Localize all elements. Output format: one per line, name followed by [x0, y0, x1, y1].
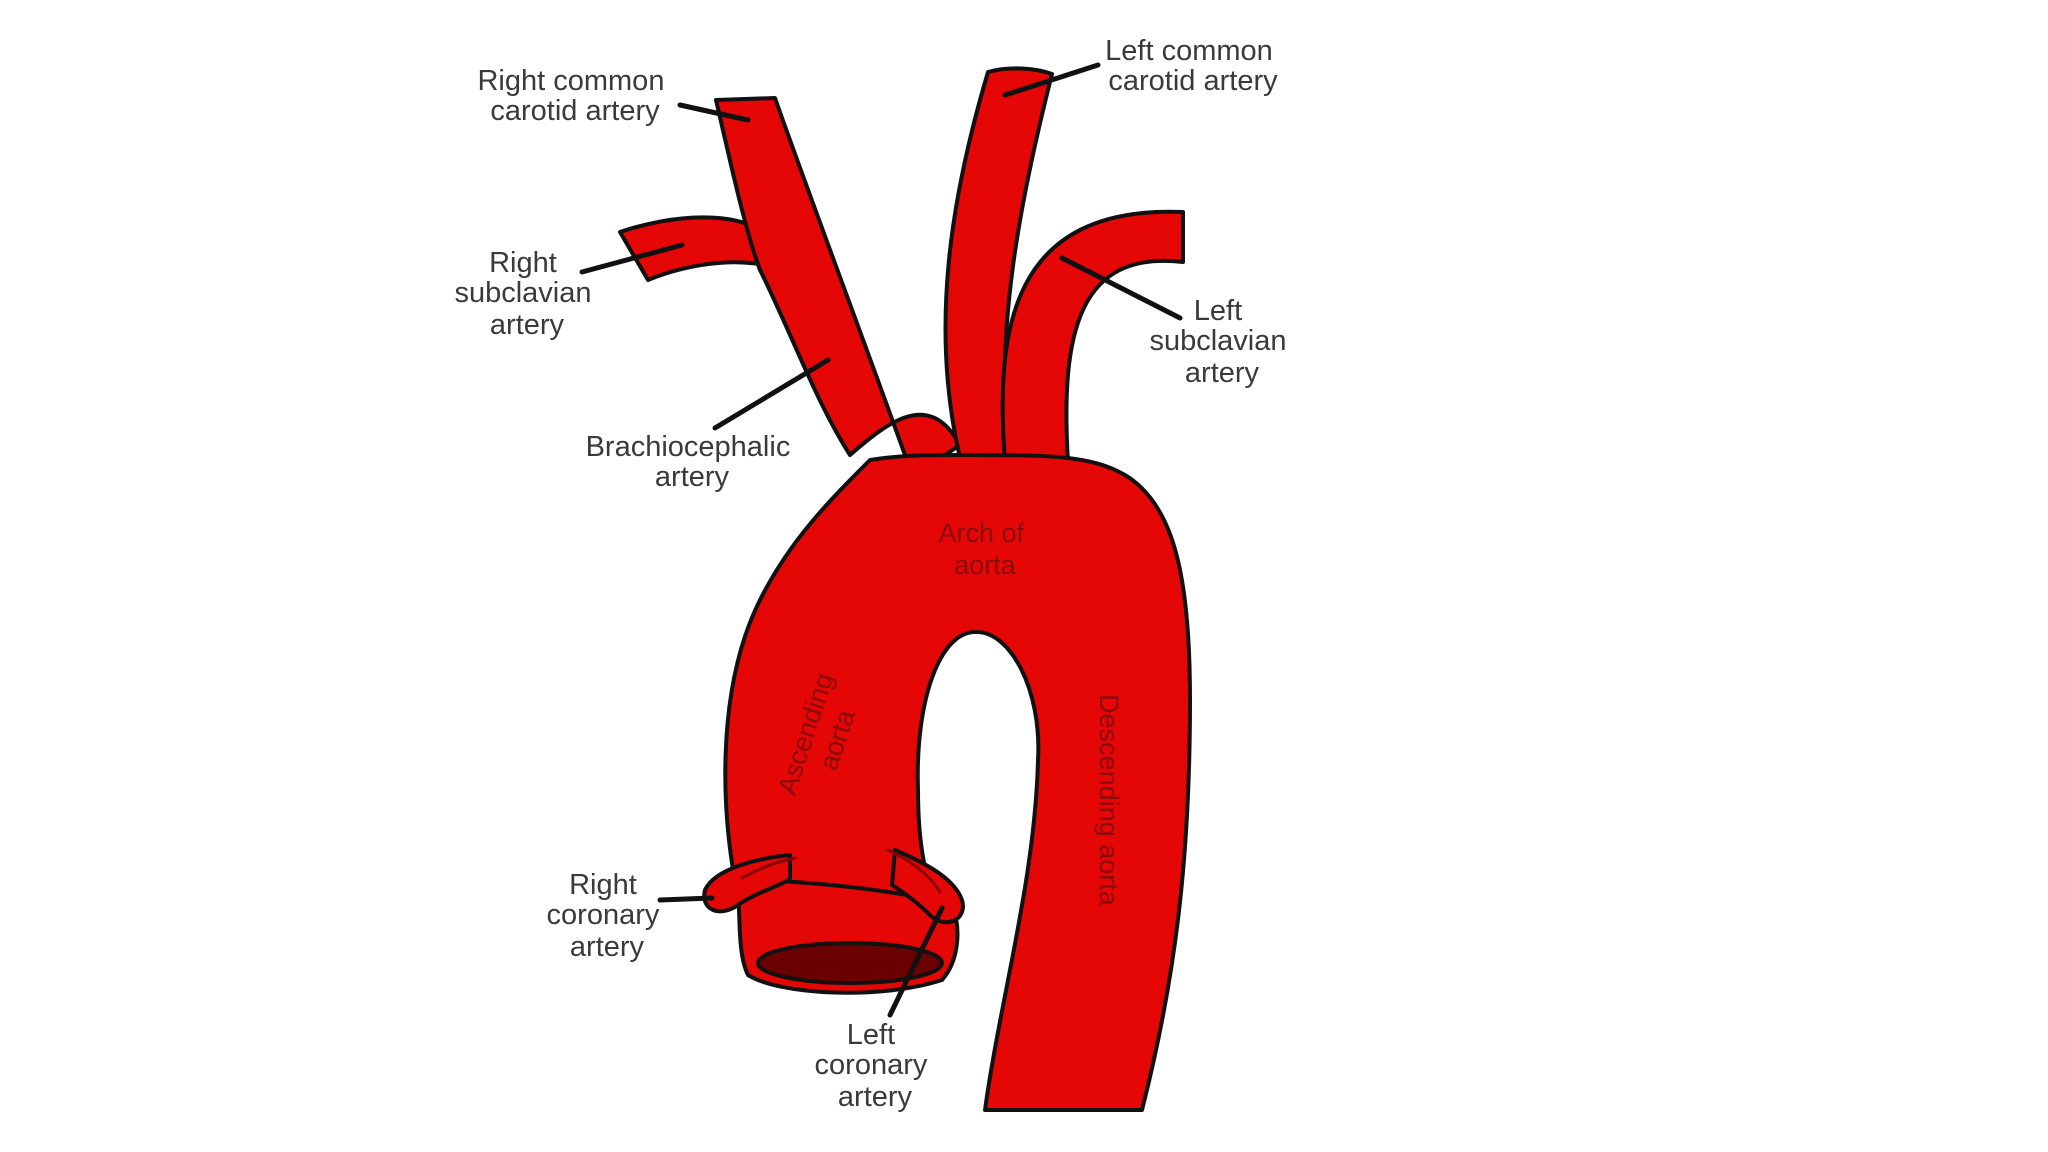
label-arch-of-aorta: Arch of aorta: [938, 518, 1031, 580]
label-right-coronary: Right coronary artery: [547, 869, 668, 963]
label-brachiocephalic: Brachiocephalic artery: [586, 431, 799, 493]
label-left-common-carotid: Left common carotid artery: [1105, 35, 1281, 97]
label-descending-aorta: Descending aorta: [1094, 694, 1124, 907]
aorta-body-shape: [723, 453, 1192, 1112]
right-coronary-artery-shape: [702, 853, 792, 914]
leader-lines: [579, 62, 1183, 1018]
leader-brachiocephalic: [712, 357, 831, 431]
leader-right-subclavian: [579, 242, 685, 275]
leader-right-common-carotid: [677, 102, 751, 123]
leader-left-subclavian: [1059, 255, 1183, 321]
leader-right-coronary: [657, 895, 715, 903]
coronary-shading-right: [886, 848, 942, 894]
label-left-coronary: Left coronary artery: [815, 1019, 936, 1113]
aortic-root-opening: [756, 941, 944, 985]
vessels: [618, 66, 1192, 1112]
brachiocephalic-artery-shape: [714, 96, 962, 467]
leader-left-coronary: [887, 905, 945, 1018]
label-left-subclavian: Left subclavian artery: [1149, 295, 1294, 389]
label-right-subclavian: Right subclavian artery: [454, 247, 599, 341]
outer-labels: Right common carotid artery Left common …: [454, 35, 1294, 1113]
label-right-common-carotid: Right common carotid artery: [477, 65, 672, 127]
left-coronary-artery-shape: [890, 848, 965, 925]
leader-left-common-carotid: [1002, 62, 1101, 98]
coronary-shading-left: [740, 856, 797, 880]
